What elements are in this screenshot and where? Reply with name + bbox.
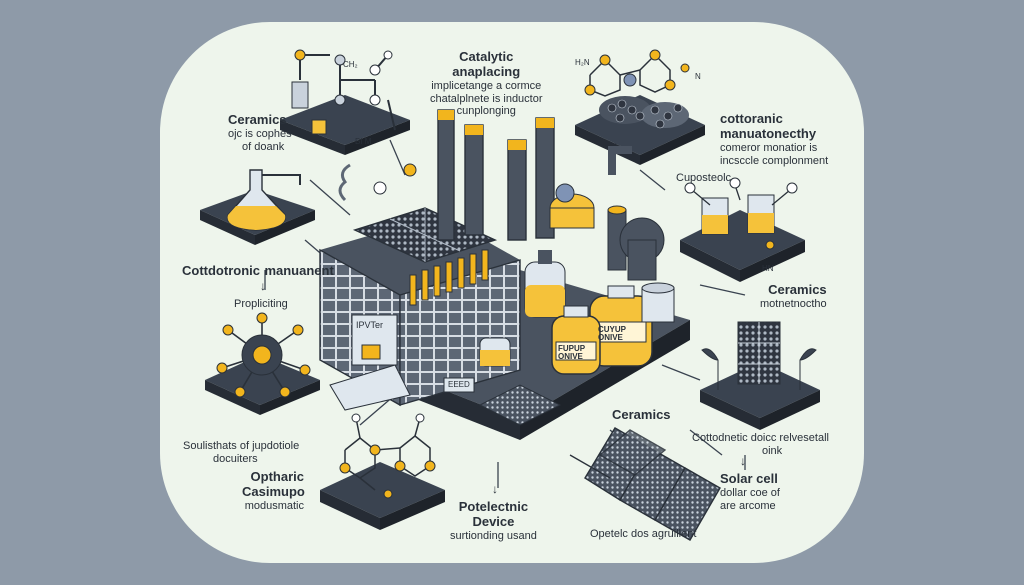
label-cottoranic: cottoranic manuatonecthy comeror monatio… — [720, 111, 830, 167]
solar-platform-right — [700, 321, 820, 430]
tag-base-tl: BI M — [355, 137, 372, 146]
label-optharic: Optharic Casimupo modusmatic — [242, 469, 305, 513]
label-catalytic-line1: implicetange a cormce — [431, 79, 542, 92]
label-soulisthats: Soulisthats of jupdotiole docuiters — [183, 440, 299, 465]
label-ceramics-top-left-line1: ojc is cophes — [228, 127, 292, 140]
solar-panels-bottom-right — [569, 427, 721, 541]
label-cupostolc-text: Cuposteolc — [676, 172, 732, 184]
label-cottdotronic: Cottdotronic manuanent — [182, 262, 334, 280]
label-solar-line1: dollar coe of — [720, 486, 780, 499]
label-potelectnic: Potelectnic Device surtionding usand — [450, 499, 537, 543]
label-catalytic-title: Catalytic anaplacing — [452, 49, 521, 79]
label-propliciting-text: Propliciting — [234, 298, 288, 310]
tag-bottle-big: CUYUP ONIVE — [598, 325, 626, 342]
arrow-down-left: ↓ — [260, 279, 266, 293]
label-optharic-line1: modusmatic — [244, 499, 304, 512]
label-solar: Solar cell dollar coe of are arcome — [720, 471, 780, 512]
tag-base-tr: HN — [762, 264, 774, 273]
label-ceramics-right-line1: motnetnoctho — [760, 297, 827, 310]
tag-slot: EEED — [448, 380, 470, 389]
label-cottoranic-line2: incsccle complonment — [720, 154, 829, 167]
label-cottodnetic-line2: oink — [762, 444, 783, 457]
molecule-platform-left-lower — [205, 312, 320, 415]
label-cottodnetic: Cottodnetic doicc relvesetall oink — [692, 432, 829, 457]
tag-bottle-small: FUPUP ONIVE — [558, 344, 585, 361]
label-cupostolc: Cuposteolc — [676, 172, 731, 185]
label-catalytic-line3: cunplonging — [456, 105, 516, 118]
arrow-down-center: ↓ — [492, 482, 498, 496]
label-potelectnic-line1: surtionding usand — [450, 529, 537, 542]
tag-atom-ch: CH₂ — [343, 60, 358, 69]
label-ceramics-top-left-line2: of doank — [242, 140, 285, 153]
label-solar-title: Solar cell — [720, 471, 778, 486]
molecule-platform-top-right — [575, 49, 705, 165]
flask-platform-left — [200, 169, 315, 245]
label-ceramics-center-title: Ceramics — [612, 407, 671, 422]
label-propliciting: Propliciting — [234, 298, 288, 311]
label-optharic-title: Optharic Casimupo — [242, 469, 305, 499]
molecule-platform-top-left — [280, 49, 410, 155]
label-opetelc-text: Opetelc dos agruillent — [590, 528, 697, 540]
tag-atom-hn: H₂N — [575, 58, 590, 67]
label-catalytic-line2: chatalplnete is inductor — [430, 92, 543, 105]
label-cottodnetic-line1: Cottodnetic doicc relvesetall — [692, 432, 829, 444]
label-catalytic: Catalytic anaplacing implicetange a corm… — [430, 49, 543, 118]
label-cottdotronic-title: Cottdotronic — [182, 263, 260, 278]
molecule-platform-bottom-left — [320, 413, 445, 530]
tag-box-front: IPVTer — [356, 320, 384, 330]
label-cottdotronic-line1: manuanent — [264, 263, 334, 278]
label-opetelc: Opetelc dos agruillent — [590, 528, 696, 541]
label-potelectnic-title: Potelectnic Device — [458, 499, 529, 529]
label-ceramics-top-left-title: Ceramics — [228, 112, 287, 127]
label-ceramics-right: Ceramics motnetnoctho — [760, 282, 827, 311]
beaker-platform-right — [680, 177, 805, 282]
label-ceramics-right-title: Ceramics — [768, 282, 827, 297]
label-soulisthats-line2: docuiters — [213, 452, 258, 465]
central-factory — [319, 109, 690, 440]
arrow-down-right: ↓ — [740, 454, 746, 468]
label-solar-line2: are arcome — [720, 499, 776, 512]
label-soulisthats-line1: Soulisthats of jupdotiole — [183, 440, 300, 452]
label-ceramics-top-left: Ceramics ojc is cophes of doank — [228, 112, 292, 153]
label-cottoranic-title: cottoranic manuatonecthy — [720, 111, 817, 141]
label-cottoranic-line1: comeror monatior is — [720, 141, 818, 154]
label-ceramics-center: Ceramics — [612, 407, 671, 423]
tag-n: N — [695, 72, 701, 81]
